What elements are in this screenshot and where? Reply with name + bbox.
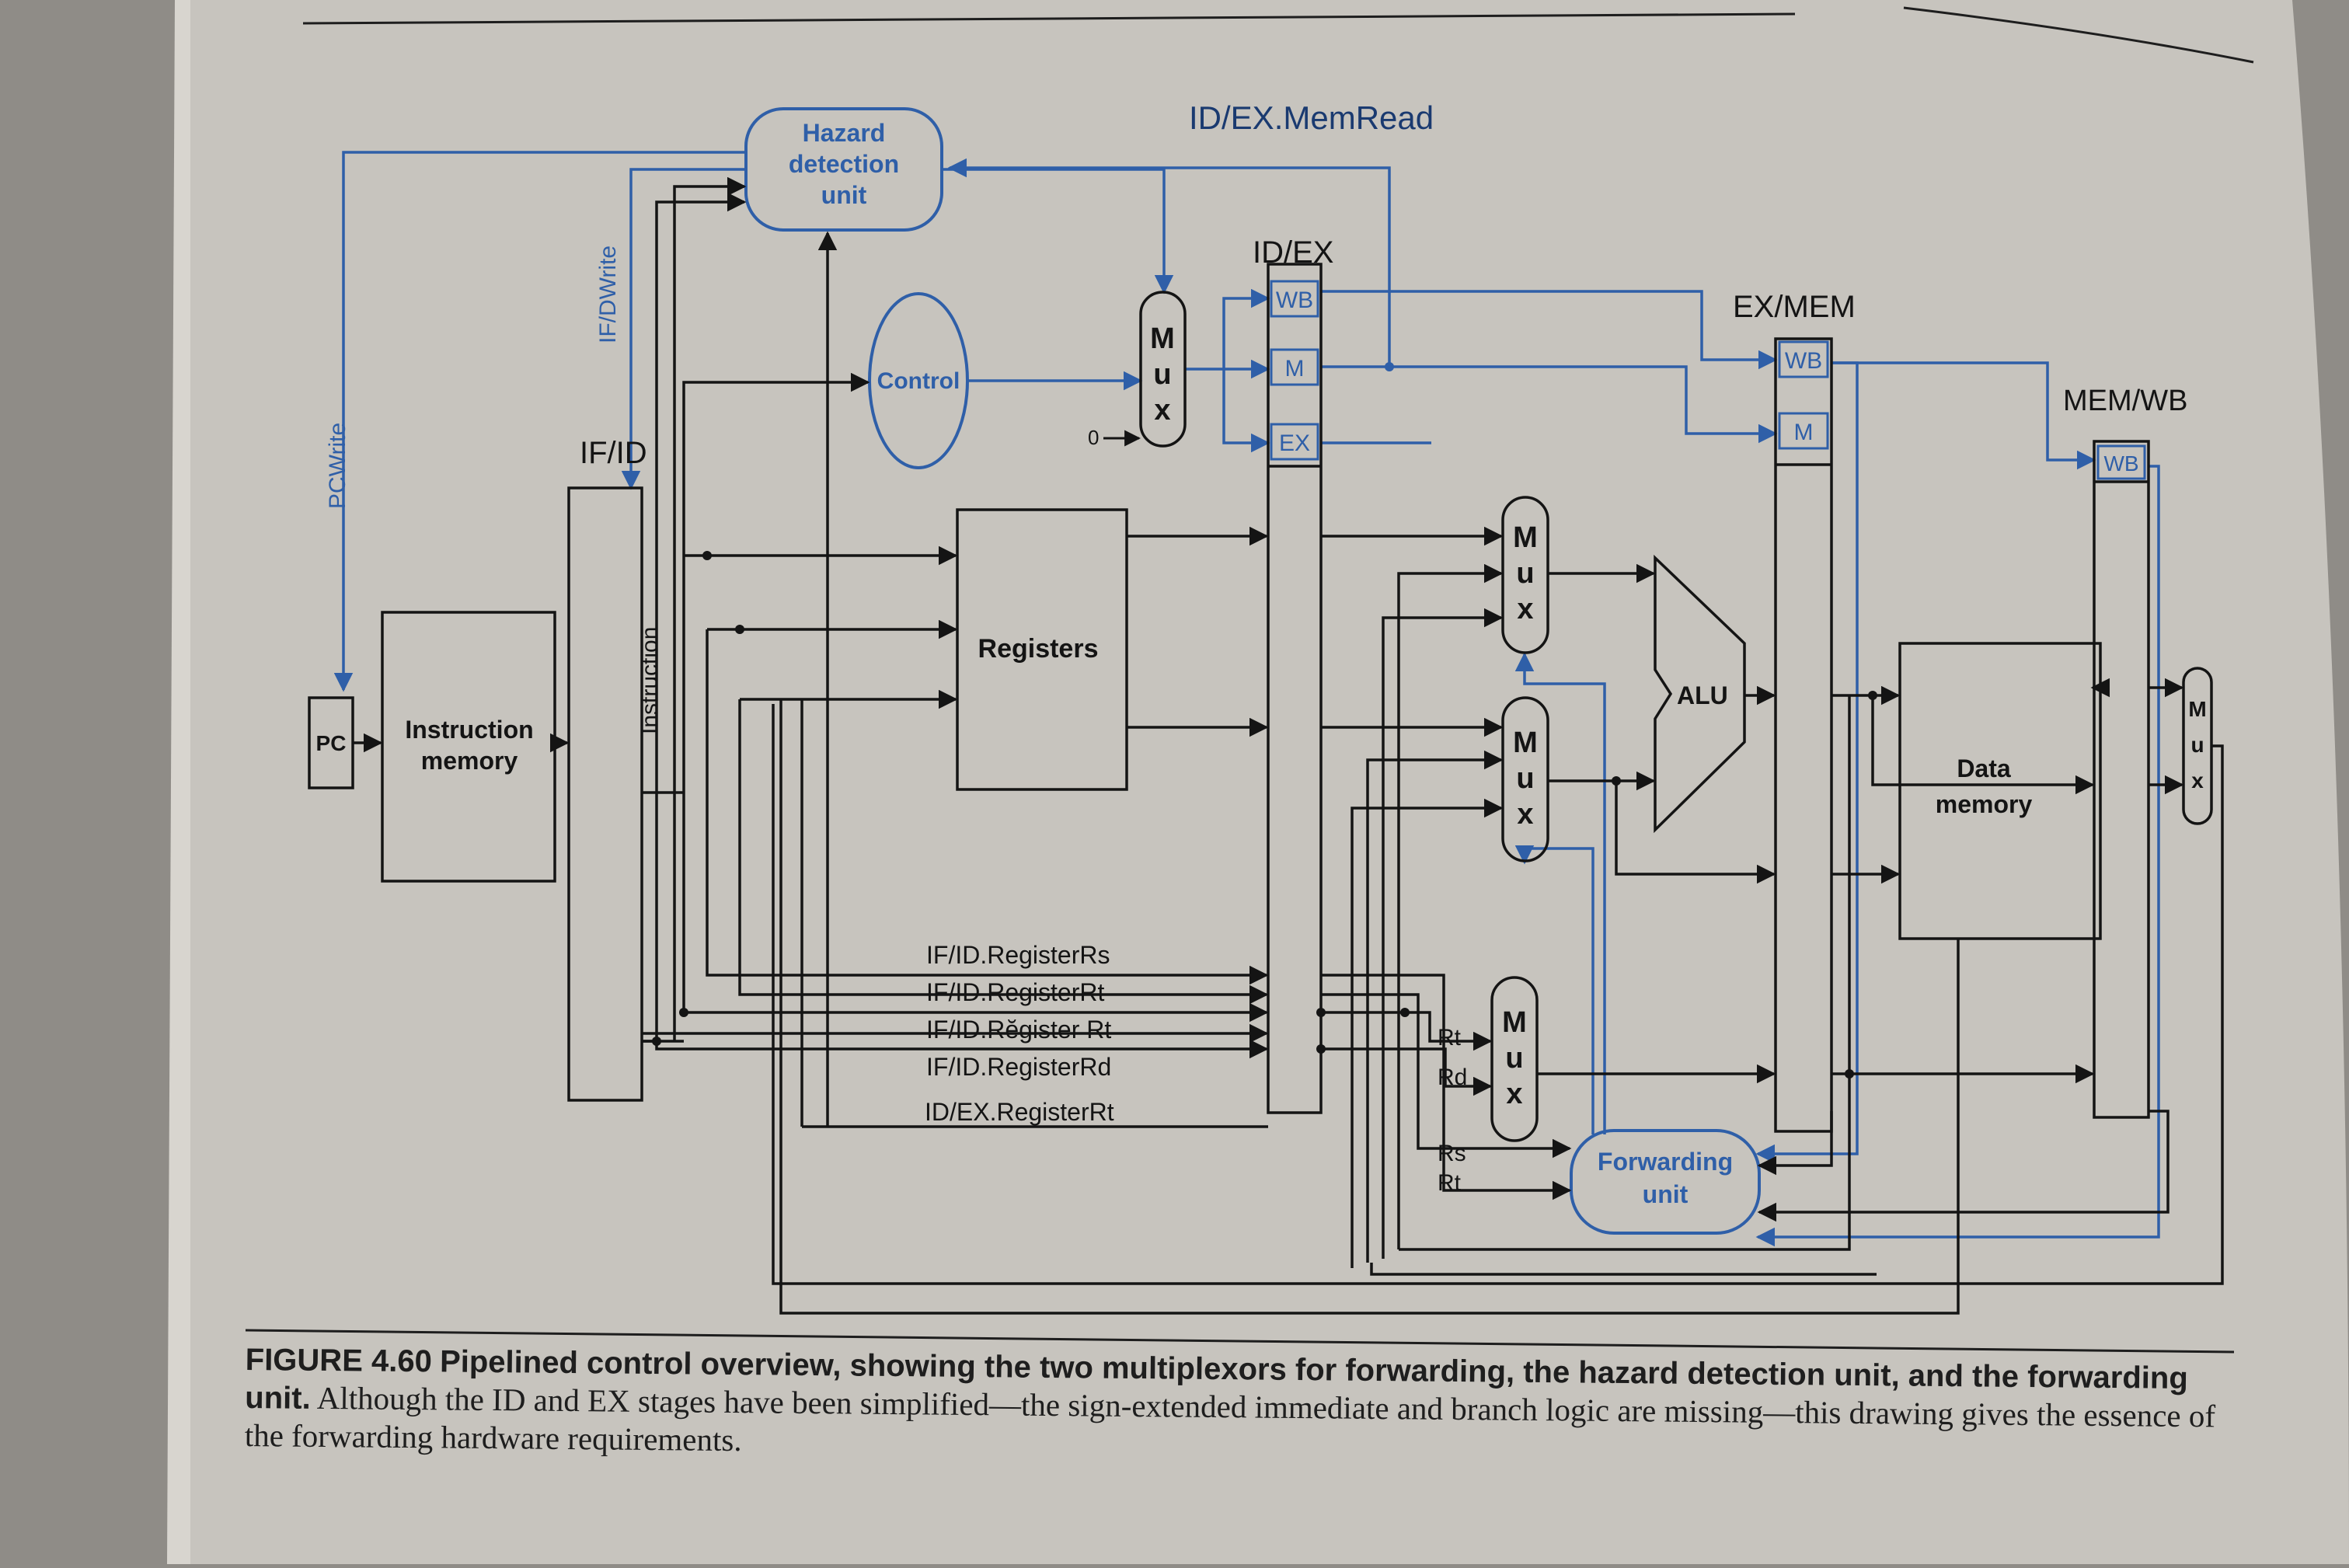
mux4-x: x — [1506, 1078, 1522, 1110]
forwarding-label-2: unit — [1643, 1180, 1689, 1208]
hazard-label-3: unit — [821, 181, 867, 209]
instruction-label: Instruction — [637, 627, 663, 734]
hazard-detection-unit — [744, 107, 943, 232]
page-edge — [167, 0, 190, 1564]
dmem-label-1: Data — [1957, 754, 2011, 782]
forward-mux-b — [1501, 696, 1549, 862]
caption-label: FIGURE 4.60 — [245, 1342, 433, 1379]
caption-rule — [245, 1329, 2235, 1354]
alu-label: ALU — [1677, 681, 1728, 709]
ifid-register — [567, 486, 643, 1102]
idex-m: M — [1285, 356, 1305, 382]
idex-register — [1267, 263, 1323, 1114]
ifdwrite-label: IF/DWrite — [595, 246, 621, 343]
rt-reg-label: IF/ID.RegisterRt — [926, 978, 1104, 1006]
rt-fwd-label: Rt — [1438, 1170, 1462, 1196]
rt-reg-label-2: IF/ID.Rĕgister Rt — [926, 1016, 1111, 1044]
control-mux — [1139, 291, 1187, 448]
pcwrite-label: PCWrite — [325, 423, 350, 509]
exmem-wb: WB — [1785, 348, 1822, 374]
forwarding-label-1: Forwarding — [1598, 1148, 1733, 1176]
imem-label-1: Instruction — [405, 716, 533, 744]
rd-mux-label: Rd — [1438, 1064, 1467, 1090]
idex-wb: WB — [1276, 287, 1313, 313]
mux4-u: u — [1505, 1042, 1523, 1075]
header-rule — [302, 12, 1796, 25]
hazard-label-2: detection — [789, 150, 899, 178]
mux5-m: M — [2188, 697, 2206, 721]
mux5-x: x — [2191, 768, 2204, 793]
mux1-x: x — [1154, 394, 1170, 427]
memread-label: ID/EX.MemRead — [1189, 99, 1434, 136]
figure-caption: FIGURE 4.60 Pipelined control overview, … — [245, 1340, 2235, 1473]
control-label: Control — [877, 368, 960, 394]
mux5-u: u — [2190, 733, 2204, 757]
idex-label: ID/EX — [1253, 235, 1333, 270]
rd-reg-label: IF/ID.RegisterRd — [926, 1053, 1111, 1081]
registers-label: Registers — [978, 634, 1099, 664]
rs-reg-label: IF/ID.RegisterRs — [926, 941, 1110, 969]
zero-input: 0 — [1088, 426, 1099, 449]
rt-mux-label: Rt — [1438, 1025, 1462, 1051]
ifid-label: IF/ID — [580, 436, 647, 470]
header-rule-curve — [1903, 6, 2254, 64]
regdst-mux — [1490, 976, 1539, 1142]
exmem-register — [1774, 337, 1833, 1133]
rs-fwd-label: Rs — [1438, 1141, 1466, 1166]
pc-label: PC — [316, 731, 347, 755]
data-memory — [1898, 642, 2102, 940]
exmem-m: M — [1794, 420, 1814, 445]
memwb-label: MEM/WB — [2063, 385, 2187, 417]
mux3-x: x — [1517, 798, 1533, 831]
imem-label-2: memory — [421, 747, 518, 775]
mux3-m: M — [1513, 727, 1538, 759]
mux2-u: u — [1516, 557, 1534, 590]
exmem-label: EX/MEM — [1733, 290, 1856, 324]
register-file — [956, 508, 1128, 791]
idex-rt-label: ID/EX.RegisterRt — [925, 1098, 1114, 1126]
idex-ex: EX — [1279, 430, 1310, 456]
hazard-label-1: Hazard — [803, 119, 886, 147]
memwb-wb: WB — [2103, 451, 2138, 476]
mux1-m: M — [1150, 322, 1175, 355]
mux4-m: M — [1502, 1006, 1527, 1039]
mux1-u: u — [1153, 358, 1171, 391]
mux2-m: M — [1513, 521, 1538, 554]
mux2-x: x — [1517, 593, 1533, 625]
mux3-u: u — [1516, 762, 1534, 795]
dmem-label-2: memory — [1936, 790, 2033, 818]
